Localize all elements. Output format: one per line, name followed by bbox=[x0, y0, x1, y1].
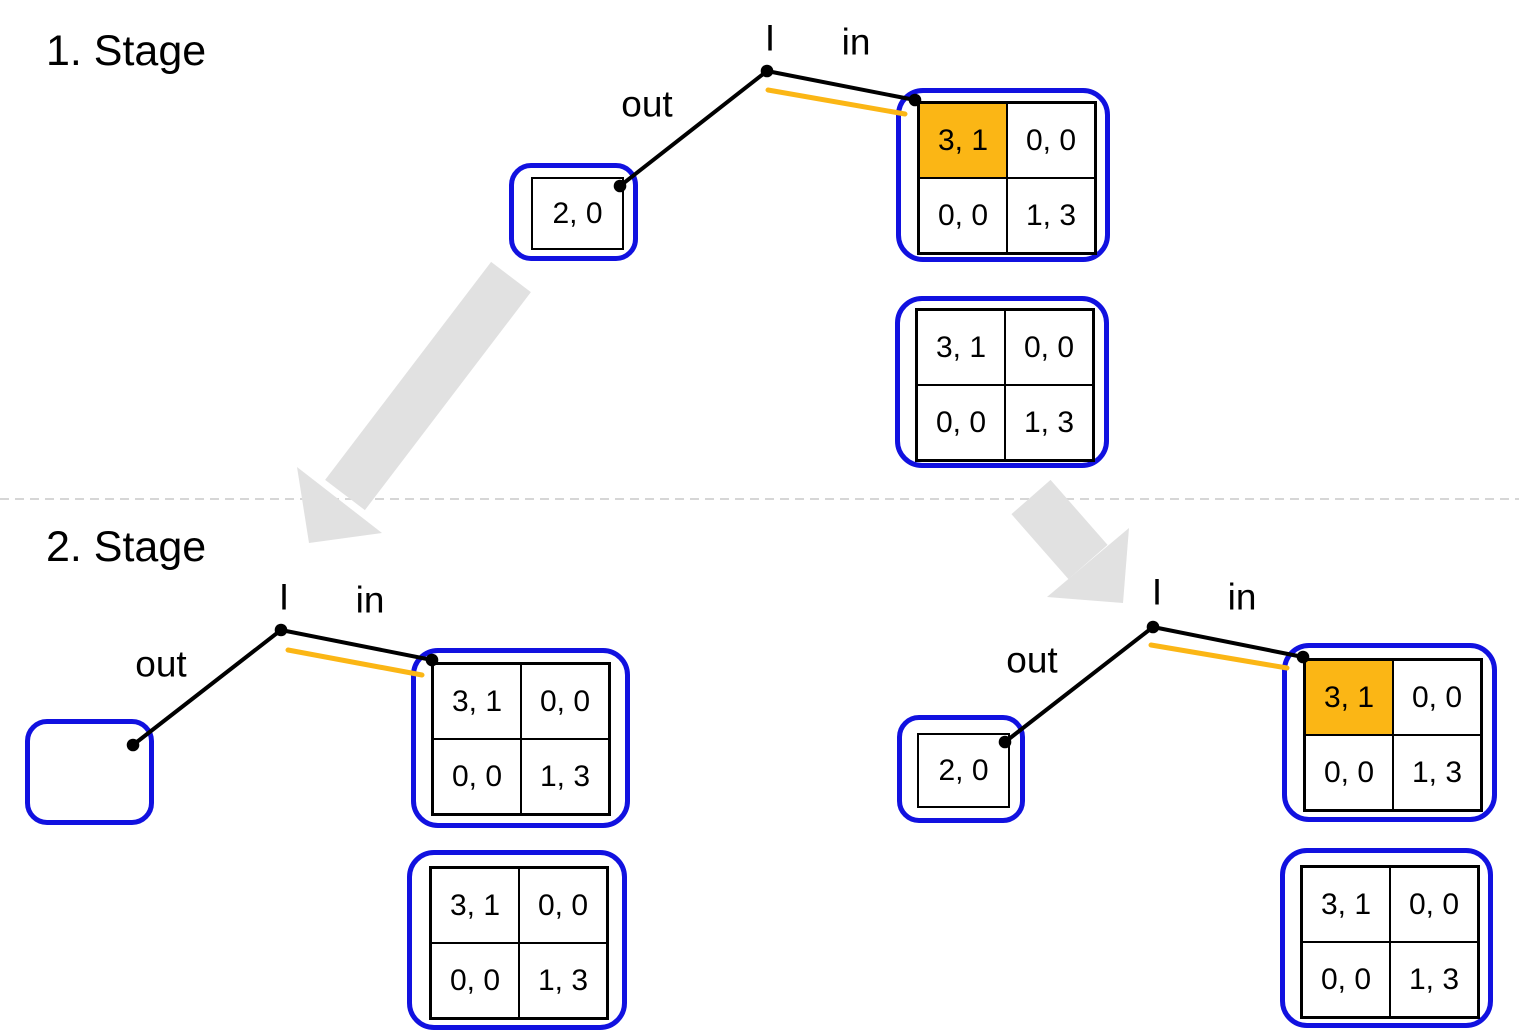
stage2-right-in-highlight-line bbox=[1148, 642, 1290, 671]
stage2-left-player-label: I bbox=[278, 576, 290, 618]
stage1-in-highlight-line bbox=[765, 87, 908, 117]
payoff-cell: 1, 3 bbox=[1393, 735, 1481, 810]
stage1-matrix-reached: 3, 1 0, 0 0, 0 1, 3 bbox=[917, 101, 1097, 255]
stage2-left-in-label: in bbox=[355, 579, 385, 621]
stage2-right-in-label: in bbox=[1227, 576, 1257, 618]
payoff-cell: 1, 3 bbox=[1007, 178, 1095, 253]
payoff-cell: 1, 3 bbox=[1390, 942, 1478, 1017]
stage2-left-matrix-reached-box bbox=[411, 648, 630, 828]
payoff-cell: 3, 1 bbox=[431, 868, 519, 943]
stage2-right-matrix-plain: 3, 1 0, 0 0, 0 1, 3 bbox=[1300, 865, 1480, 1019]
transition-arrow-right-icon bbox=[1011, 479, 1129, 603]
stage1-decision-node-dot bbox=[760, 64, 774, 78]
stage1-matrix-plain: 3, 1 0, 0 0, 0 1, 3 bbox=[915, 308, 1095, 462]
payoff-cell: 0, 0 bbox=[1007, 103, 1095, 178]
stage2-right-in-edge bbox=[1151, 625, 1305, 659]
stage1-matrix-plain-box bbox=[895, 296, 1109, 468]
stage2-left-in-highlight-line bbox=[285, 647, 425, 678]
payoff-cell: 0, 0 bbox=[919, 178, 1007, 253]
payoff-cell: 1, 3 bbox=[521, 739, 609, 814]
stage1-in-label: in bbox=[841, 21, 871, 63]
stage2-right-outcome-box bbox=[897, 715, 1025, 823]
payoff-cell: 0, 0 bbox=[433, 739, 521, 814]
stage2-left-matrix-reached: 3, 1 0, 0 0, 0 1, 3 bbox=[431, 662, 611, 816]
stage2-right-out-label: out bbox=[1006, 639, 1058, 681]
stage2-right-matrix-plain-box bbox=[1280, 848, 1493, 1028]
payoff-cell: 1, 3 bbox=[519, 943, 607, 1018]
payoff-cell: 0, 0 bbox=[519, 868, 607, 943]
payoff-cell: 3, 1 bbox=[919, 103, 1007, 178]
payoff-cell: 0, 0 bbox=[431, 943, 519, 1018]
stage1-title: 1. Stage bbox=[46, 27, 207, 75]
stage2-left-out-label: out bbox=[135, 643, 187, 685]
payoff-cell: 3, 1 bbox=[1305, 660, 1393, 735]
payoff-cell: 0, 0 bbox=[1005, 310, 1093, 385]
payoff-cell: 0, 0 bbox=[1305, 735, 1393, 810]
stage2-left-in-edge bbox=[279, 628, 434, 662]
stage2-right-matrix-reached-box bbox=[1282, 643, 1497, 822]
payoff-cell: 1, 3 bbox=[1005, 385, 1093, 460]
payoff-cell: 0, 0 bbox=[1393, 660, 1481, 735]
stage2-right-decision-node-dot bbox=[1146, 620, 1160, 634]
stage1-player-label: I bbox=[764, 17, 776, 59]
stage2-left-matrix-plain-box bbox=[407, 850, 627, 1030]
stage1-outcome-value: 2, 0 bbox=[531, 177, 624, 250]
stage2-left-matrix-plain: 3, 1 0, 0 0, 0 1, 3 bbox=[429, 866, 609, 1020]
payoff-cell: 3, 1 bbox=[1302, 867, 1390, 942]
stage1-matrix-reached-box bbox=[896, 88, 1110, 262]
stage2-left-outcome-box-empty bbox=[25, 719, 154, 825]
stage1-in-edge bbox=[765, 69, 917, 102]
payoff-cell: 0, 0 bbox=[917, 385, 1005, 460]
stage2-right-matrix-reached: 3, 1 0, 0 0, 0 1, 3 bbox=[1303, 658, 1483, 812]
payoff-cell: 0, 0 bbox=[1302, 942, 1390, 1017]
payoff-cell: 0, 0 bbox=[521, 664, 609, 739]
stage2-right-player-label: I bbox=[1151, 571, 1163, 613]
stage1-out-label: out bbox=[621, 83, 673, 125]
stage2-left-decision-node-dot bbox=[274, 623, 288, 637]
stage2-right-outcome-value: 2, 0 bbox=[917, 733, 1010, 808]
stage2-title: 2. Stage bbox=[46, 523, 207, 571]
payoff-cell: 3, 1 bbox=[433, 664, 521, 739]
stage1-outcome-box bbox=[509, 163, 638, 261]
payoff-cell: 0, 0 bbox=[1390, 867, 1478, 942]
transition-arrow-left-icon bbox=[297, 261, 531, 543]
payoff-cell: 3, 1 bbox=[917, 310, 1005, 385]
